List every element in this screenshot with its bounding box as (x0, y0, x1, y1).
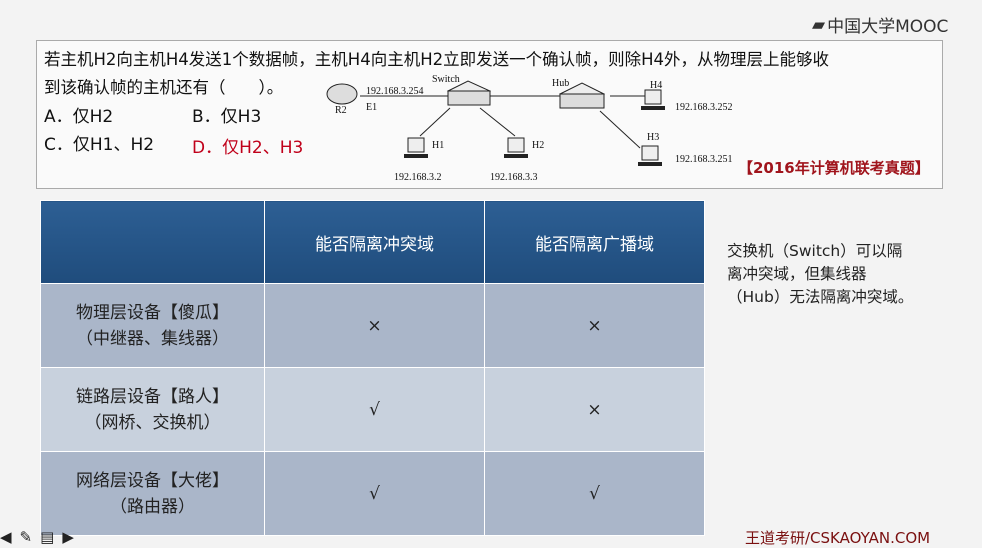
option-a: A．仅H2 (44, 107, 114, 127)
svg-text:192.168.3.2: 192.168.3.2 (394, 172, 442, 183)
option-d: D．仅H2、H3 (192, 138, 304, 158)
svg-text:Hub: Hub (552, 78, 569, 89)
table-header: 能否隔离冲突域 能否隔离广播域 (40, 200, 705, 284)
svg-text:Switch: Switch (432, 74, 460, 85)
svg-text:E1: E1 (366, 102, 377, 113)
svg-text:R2: R2 (335, 105, 347, 116)
note-text: 交换机（Switch）可以隔离冲突域，但集线器（Hub）无法隔离冲突域。 (727, 242, 914, 306)
table-row: 物理层设备【傻瓜】（中继器、集线器） ×× (40, 283, 705, 368)
host-h2-icon (504, 137, 528, 158)
device-comparison-table: 能否隔离冲突域 能否隔离广播域 物理层设备【傻瓜】（中继器、集线器） ×× 链路… (40, 200, 705, 536)
svg-text:192.168.3.3: 192.168.3.3 (490, 172, 538, 183)
notes-icon[interactable]: ▤ (40, 528, 55, 546)
host-h3-icon (638, 145, 662, 166)
svg-text:192.168.3.254: 192.168.3.254 (366, 86, 424, 97)
switch-icon (446, 80, 492, 106)
option-c: C．仅H1、H2 (44, 135, 155, 155)
svg-text:192.168.3.251: 192.168.3.251 (675, 154, 733, 165)
svg-text:H1: H1 (432, 140, 444, 151)
header-broadcast: 能否隔离广播域 (484, 200, 705, 284)
question-line1: 若主机H2向主机H4发送1个数据帧，主机H4向主机H2立即发送一个确认帧，则除H… (44, 50, 830, 69)
prev-icon[interactable]: ◀ (0, 528, 12, 546)
footer-brand: 王道考研/CSKAOYAN.COM (745, 529, 931, 547)
svg-text:H3: H3 (647, 132, 659, 143)
hub-icon (558, 82, 606, 109)
svg-text:H2: H2 (532, 140, 544, 151)
question-box (36, 40, 943, 189)
router-icon: R2 (326, 83, 358, 116)
svg-text:192.168.3.252: 192.168.3.252 (675, 102, 733, 113)
next-icon[interactable]: ▶ (62, 528, 74, 546)
table-row: 链路层设备【路人】（网桥、交换机） √× (40, 367, 705, 452)
question-source: 【2016年计算机联考真题】 (738, 159, 930, 177)
mooc-logo: ▰中国大学MOOC (812, 14, 949, 38)
pen-icon[interactable]: ✎ (19, 528, 33, 546)
book-icon: ▰ (812, 14, 826, 35)
table-row: 网络层设备【大佬】（路由器） √√ (40, 451, 705, 536)
header-collision: 能否隔离冲突域 (264, 200, 485, 284)
option-b: B．仅H3 (192, 107, 262, 127)
svg-text:H4: H4 (650, 80, 662, 91)
host-h4-icon (641, 89, 665, 110)
host-h1-icon (404, 137, 428, 158)
question-line2: 到该确认帧的主机还有（ ）。 (44, 78, 284, 97)
slide-toolbar: ◀ ✎ ▤ ▶ (0, 528, 74, 546)
